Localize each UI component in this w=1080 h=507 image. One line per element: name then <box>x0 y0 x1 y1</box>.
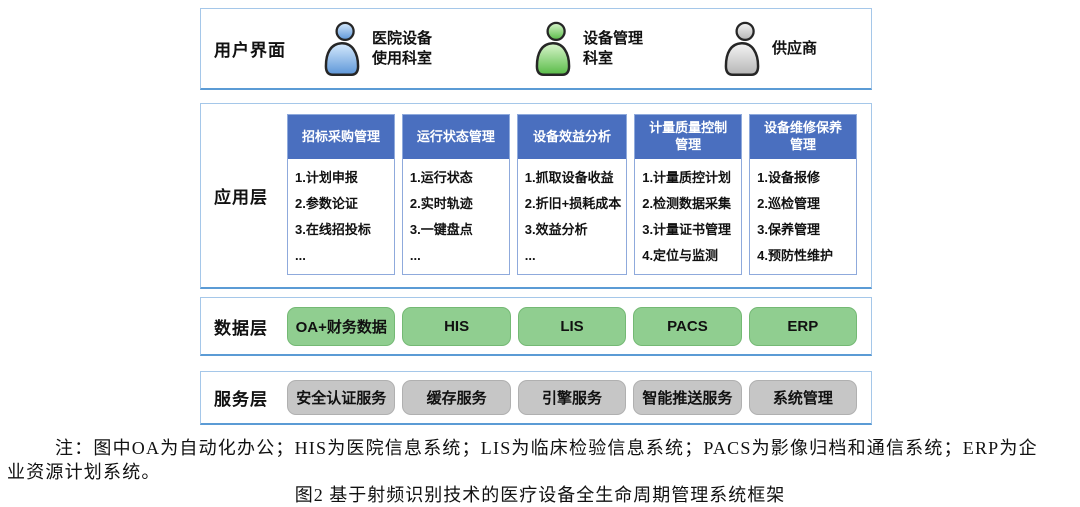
module-bidding-procurement: 招标采购管理 1.计划申报 2.参数论证 3.在线招投标 ... <box>287 114 395 275</box>
list-item: 3.一键盘点 <box>409 222 473 237</box>
user-supplier: 供应商 <box>721 21 817 77</box>
layer-label-service: 服务层 <box>214 390 268 409</box>
module-title: 计量质量控制 管理 <box>635 115 742 159</box>
list-item: 4.定位与监测 <box>642 248 719 263</box>
module-metrology-quality-control: 计量质量控制 管理 1.计量质控计划 2.检测数据采集 3.计量证书管理 4.定… <box>634 114 743 275</box>
module-items: 1.运行状态 2.实时轨迹 3.一键盘点 ... <box>403 159 509 281</box>
list-item: 1.运行状态 <box>409 170 473 185</box>
footnote-line: 业资源计划系统。 <box>7 462 161 482</box>
user-equipment-mgmt-dept: 设备管理 科室 <box>532 21 643 77</box>
service-security-auth: 安全认证服务 <box>287 380 396 415</box>
list-item: 3.效益分析 <box>524 222 588 237</box>
list-item: 2.参数论证 <box>295 196 358 211</box>
data-system-lis: LIS <box>517 306 627 346</box>
module-items: 1.设备报修 2.巡检管理 3.保养管理 4.预防性维护 <box>750 159 856 281</box>
application-layer: 应用层 招标采购管理 1.计划申报 2.参数论证 3.在线招投标 ... 运行状… <box>200 103 872 289</box>
list-item: 1.抓取设备收益 <box>524 170 614 185</box>
module-items: 1.抓取设备收益 2.折旧+损耗成本 3.效益分析 ... <box>518 159 626 281</box>
layer-label-application: 应用层 <box>214 188 268 207</box>
module-benefit-analysis: 设备效益分析 1.抓取设备收益 2.折旧+损耗成本 3.效益分析 ... <box>516 114 628 275</box>
footnote-line: 注：图中OA为自动化办公；HIS为医院信息系统；LIS为临床检验信息系统；PAC… <box>55 438 1038 458</box>
list-item: 2.巡检管理 <box>757 196 820 211</box>
data-systems: OA+财务数据 HIS LIS PACS ERP <box>287 306 871 346</box>
services: 安全认证服务 缓存服务 引擎服务 智能推送服务 系统管理 <box>287 380 871 415</box>
list-item: ... <box>295 248 306 263</box>
person-icon <box>724 21 760 76</box>
module-maintenance: 设备维修保养 管理 1.设备报修 2.巡检管理 3.保养管理 4.预防性维护 <box>749 114 857 275</box>
footnote: 注：图中OA为自动化办公；HIS为医院信息系统；LIS为临床检验信息系统；PAC… <box>7 436 1073 484</box>
module-items: 1.计划申报 2.参数论证 3.在线招投标 ... <box>288 159 394 281</box>
service-engine: 引擎服务 <box>517 380 627 415</box>
list-item: 2.折旧+损耗成本 <box>524 196 622 211</box>
data-system-his: HIS <box>402 306 511 346</box>
data-system-erp: ERP <box>748 306 858 346</box>
data-system-pacs: PACS <box>633 306 742 346</box>
layer-label-user-interface: 用户界面 <box>214 41 286 60</box>
list-item: ... <box>409 248 421 263</box>
person-icon <box>535 21 571 76</box>
list-item: 3.保养管理 <box>757 222 820 237</box>
list-item: 3.计量证书管理 <box>642 222 732 237</box>
application-modules: 招标采购管理 1.计划申报 2.参数论证 3.在线招投标 ... 运行状态管理 … <box>287 104 871 287</box>
person-icon <box>324 21 360 76</box>
list-item: 4.预防性维护 <box>757 248 833 263</box>
data-system-oa-finance: OA+财务数据 <box>287 306 396 346</box>
module-title: 设备维修保养 管理 <box>750 115 856 159</box>
data-layer: 数据层 OA+财务数据 HIS LIS PACS ERP <box>200 297 872 356</box>
user-groups: 医院设备 使用科室 设备管理 科室 <box>287 21 871 77</box>
service-layer: 服务层 安全认证服务 缓存服务 引擎服务 智能推送服务 系统管理 <box>200 371 872 425</box>
user-label: 供应商 <box>772 39 818 57</box>
module-title: 设备效益分析 <box>517 115 627 159</box>
list-item: 2.检测数据采集 <box>642 196 732 211</box>
module-items: 1.计量质控计划 2.检测数据采集 3.计量证书管理 4.定位与监测 <box>635 159 741 281</box>
service-cache: 缓存服务 <box>402 380 511 415</box>
user-hospital-dept: 医院设备 使用科室 <box>321 21 432 77</box>
list-item: ... <box>524 248 536 263</box>
user-label: 医院设备 使用科室 <box>372 30 433 67</box>
user-interface-layer: 用户界面 医院设备 使用科室 设备管理 科室 <box>200 8 872 90</box>
list-item: 1.计量质控计划 <box>642 170 732 185</box>
layer-label-data: 数据层 <box>214 318 268 338</box>
system-architecture-diagram: 用户界面 医院设备 使用科室 设备管理 科室 <box>200 8 872 425</box>
user-label: 设备管理 科室 <box>583 30 644 67</box>
figure-caption: 图2 基于射频识别技术的医疗设备全生命周期管理系统框架 <box>294 485 786 505</box>
service-smart-push: 智能推送服务 <box>633 380 742 415</box>
service-system-mgmt: 系统管理 <box>748 380 858 415</box>
list-item: 3.在线招投标 <box>295 222 371 237</box>
list-item: 1.计划申报 <box>295 170 358 185</box>
module-title: 运行状态管理 <box>402 115 509 159</box>
module-running-status: 运行状态管理 1.运行状态 2.实时轨迹 3.一键盘点 ... <box>401 114 510 275</box>
list-item: 1.设备报修 <box>757 170 820 185</box>
list-item: 2.实时轨迹 <box>409 196 473 211</box>
module-title: 招标采购管理 <box>288 115 394 159</box>
